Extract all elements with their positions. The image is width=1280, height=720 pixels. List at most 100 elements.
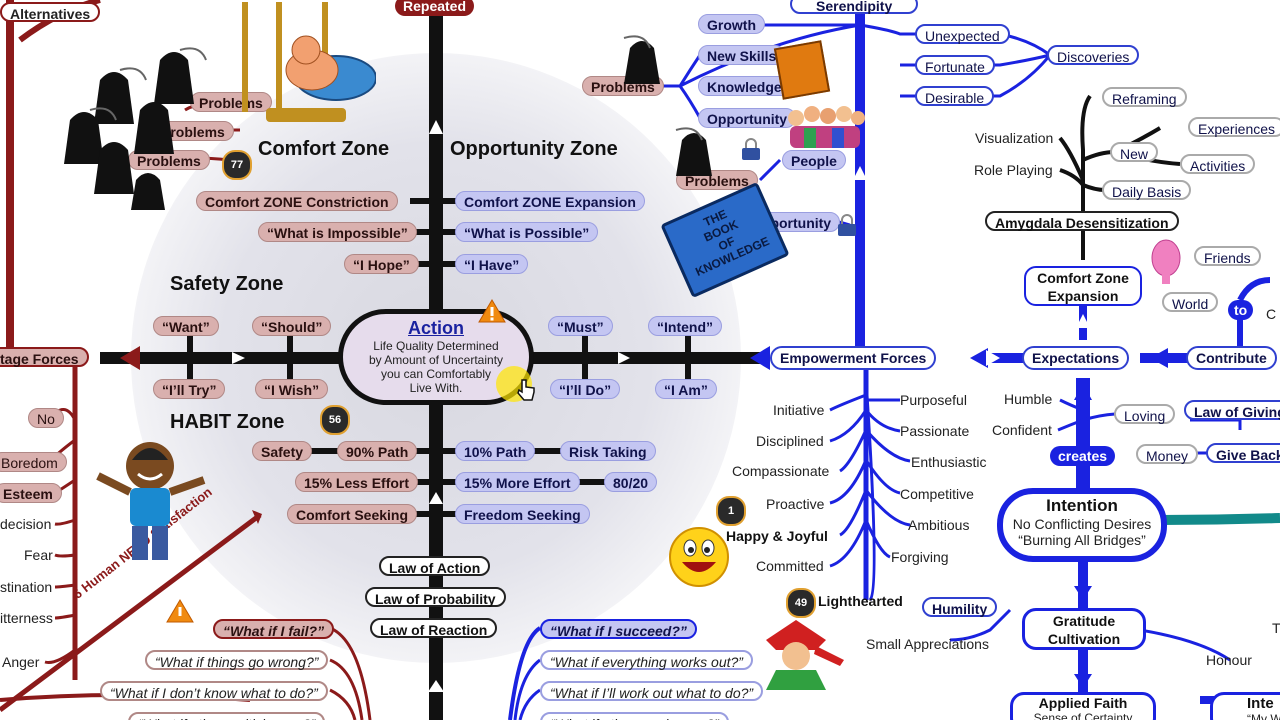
less-effort-node[interactable]: 15% Less Effort: [295, 472, 419, 492]
ill-do-node[interactable]: “I’ll Do”: [550, 379, 621, 399]
stination-node[interactable]: stination: [0, 579, 53, 595]
give-back-node[interactable]: Give Back: [1206, 443, 1280, 463]
contribute-node[interactable]: Contribute: [1186, 346, 1277, 370]
i-hope-node[interactable]: “I Hope”: [344, 254, 419, 274]
decision-node[interactable]: decision: [0, 516, 52, 532]
what-if-fail-node[interactable]: “What if I fail?”: [213, 619, 335, 639]
forgiving-node[interactable]: Forgiving: [891, 549, 949, 565]
new-skills-node[interactable]: New Skills: [698, 45, 786, 65]
comfort-zone-expansion-node[interactable]: Comfort ZONE Expansion: [455, 191, 645, 211]
activities-node[interactable]: Activities: [1180, 154, 1256, 174]
proactive-node[interactable]: Proactive: [766, 496, 825, 512]
happy-joyful-node[interactable]: Happy & Joyful: [726, 528, 828, 544]
people-node[interactable]: People: [782, 150, 846, 170]
committed-node[interactable]: Committed: [756, 558, 824, 574]
empowerment-forces-node[interactable]: Empowerment Forces: [770, 346, 937, 370]
ninety-percent-path-node[interactable]: 90% Path: [337, 441, 418, 461]
what-is-impossible-node[interactable]: “What is Impossible”: [258, 222, 417, 242]
desirable-node[interactable]: Desirable: [915, 86, 995, 106]
comfort-zone-expansion-node-right[interactable]: Comfort Zone Expansion: [1024, 266, 1142, 306]
what-if-wrong-node[interactable]: “What if things go wrong?”: [145, 650, 329, 670]
what-if-works-out-node[interactable]: “What if everything works out?”: [540, 650, 753, 670]
loving-node[interactable]: Loving: [1114, 404, 1176, 424]
knowledge-node[interactable]: Knowledge: [698, 76, 791, 96]
stage-forces-node[interactable]: tage Forces: [0, 347, 89, 367]
i-wish-node[interactable]: “I Wish”: [255, 379, 329, 399]
what-if-work-out-node[interactable]: “What if I’ll work out what to do?”: [540, 681, 764, 701]
applied-faith-node[interactable]: Applied Faith Sense of Certainty: [1010, 692, 1156, 720]
safety-node[interactable]: Safety: [252, 441, 313, 461]
fortunate-node[interactable]: Fortunate: [915, 55, 995, 75]
competitive-node[interactable]: Competitive: [900, 486, 974, 502]
visualization-node[interactable]: Visualization: [975, 130, 1054, 146]
unexpected-node[interactable]: Unexpected: [915, 24, 1010, 44]
should-node[interactable]: “Should”: [252, 316, 332, 336]
small-appreciations-node[interactable]: Small Appreciations: [866, 636, 989, 652]
boredom-node[interactable]: Boredom: [0, 452, 67, 472]
reframing-node[interactable]: Reframing: [1102, 87, 1187, 107]
expectations-node[interactable]: Expectations: [1022, 346, 1130, 370]
compassionate-node[interactable]: Compassionate: [732, 463, 830, 479]
ill-try-node[interactable]: “I’ll Try”: [153, 379, 226, 399]
discoveries-node[interactable]: Discoveries: [1047, 45, 1140, 65]
role-playing-node[interactable]: Role Playing: [974, 162, 1053, 178]
law-of-giving-node[interactable]: Law of Giving: [1184, 400, 1280, 420]
opportunity-node[interactable]: Opportunity: [698, 108, 797, 128]
comfort-seeking-node[interactable]: Comfort Seeking: [287, 504, 418, 524]
honour-node[interactable]: Honour: [1206, 652, 1252, 668]
comfort-zone-constriction-node[interactable]: Comfort ZONE Constriction: [196, 191, 398, 211]
alternatives-node[interactable]: Alternatives: [0, 2, 101, 22]
daily-basis-node[interactable]: Daily Basis: [1102, 180, 1192, 200]
i-have-node[interactable]: “I Have”: [455, 254, 529, 274]
gratitude-node[interactable]: Gratitude Cultivation: [1022, 608, 1146, 650]
what-if-more-node[interactable]: “What if others praise me?”: [540, 712, 729, 720]
serendipity-node[interactable]: Serendipity: [790, 0, 919, 14]
what-if-succeed-node[interactable]: “What if I succeed?”: [540, 619, 697, 639]
what-is-possible-node[interactable]: “What is Possible”: [455, 222, 599, 242]
want-node[interactable]: “Want”: [153, 316, 219, 336]
law-of-probability-node[interactable]: Law of Probability: [365, 587, 506, 607]
itterness-node[interactable]: itterness: [0, 610, 53, 626]
money-node[interactable]: Money: [1136, 444, 1199, 464]
humility-node[interactable]: Humility: [922, 597, 998, 617]
action-node[interactable]: Action Life Quality Determined by Amount…: [338, 309, 534, 405]
passionate-node[interactable]: Passionate: [900, 423, 970, 439]
inte-node[interactable]: Inte “My W: [1210, 692, 1280, 720]
t-node[interactable]: T: [1272, 620, 1280, 636]
what-if-criticise-node[interactable]: “What if others criticise me?”: [128, 712, 326, 720]
problems-node-2[interactable]: Problems: [152, 121, 234, 141]
world-node[interactable]: World: [1162, 292, 1219, 312]
amygdala-node[interactable]: Amygdala Desensitization: [985, 211, 1179, 231]
friends-node[interactable]: Friends: [1194, 246, 1261, 266]
must-node[interactable]: “Must”: [548, 316, 613, 336]
new-node[interactable]: New: [1110, 142, 1159, 162]
intend-node[interactable]: “Intend”: [648, 316, 722, 336]
enthusiastic-node[interactable]: Enthusiastic: [911, 454, 987, 470]
law-of-reaction-node[interactable]: Law of Reaction: [370, 618, 498, 638]
ambitious-node[interactable]: Ambitious: [908, 517, 970, 533]
fear-node[interactable]: Fear: [24, 547, 53, 563]
growth-node[interactable]: Growth: [698, 14, 765, 34]
c-node[interactable]: C: [1266, 306, 1277, 322]
law-of-action-node[interactable]: Law of Action: [379, 556, 491, 576]
esteem-node[interactable]: Esteem: [0, 483, 62, 503]
anger-node[interactable]: Anger: [2, 654, 40, 670]
freedom-seeking-node[interactable]: Freedom Seeking: [455, 504, 590, 524]
more-effort-node[interactable]: 15% More Effort: [455, 472, 580, 492]
no-node[interactable]: No: [28, 408, 64, 428]
humble-node[interactable]: Humble: [1004, 391, 1053, 407]
repeated-label[interactable]: Repeated: [395, 0, 475, 16]
experiences-node[interactable]: Experiences: [1188, 117, 1280, 137]
confident-node[interactable]: Confident: [992, 422, 1052, 438]
disciplined-node[interactable]: Disciplined: [756, 433, 824, 449]
initiative-node[interactable]: Initiative: [773, 402, 825, 418]
creates-node[interactable]: creates: [1050, 446, 1116, 466]
intention-node[interactable]: Intention No Conflicting Desires “Burnin…: [997, 488, 1167, 562]
eighty-twenty-node[interactable]: 80/20: [604, 472, 658, 492]
lighthearted-node[interactable]: Lighthearted: [818, 593, 903, 609]
to-node[interactable]: to: [1228, 300, 1254, 320]
i-am-node[interactable]: “I Am”: [655, 379, 717, 399]
purposeful-node[interactable]: Purposeful: [900, 392, 967, 408]
what-if-dont-know-node[interactable]: “What if I don’t know what to do?”: [100, 681, 328, 701]
ten-percent-path-node[interactable]: 10% Path: [455, 441, 536, 461]
